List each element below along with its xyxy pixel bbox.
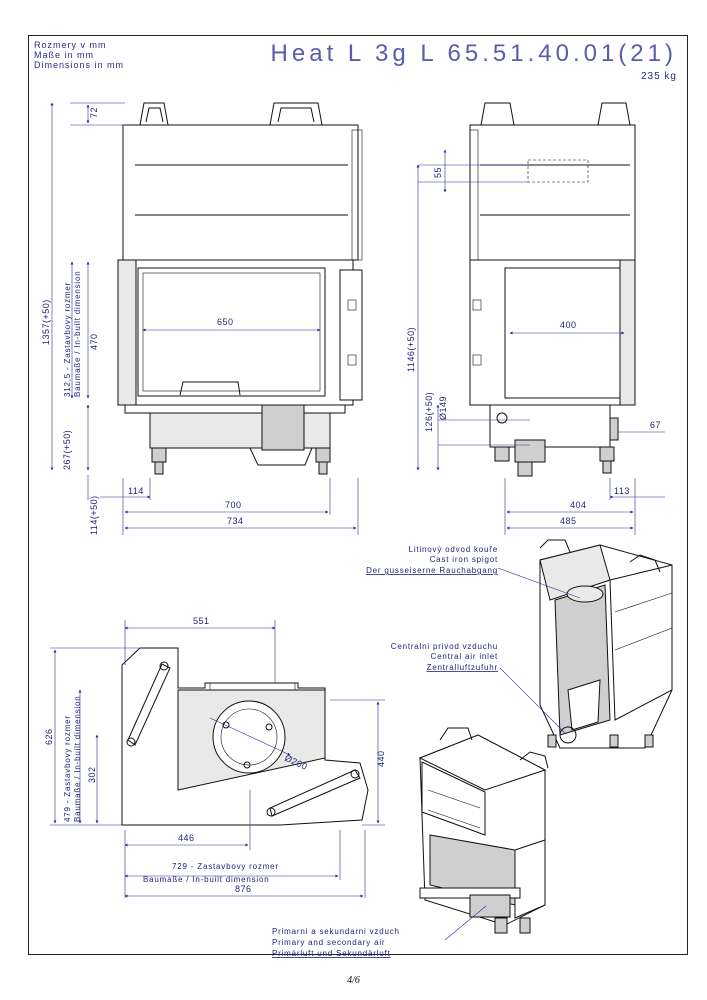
spigot-cz: Litinový odvod kouře [409, 545, 498, 554]
dim-149: Ø149 [438, 396, 448, 420]
callout-primary-air: Primarni a sekundarni vzduch Primary and… [272, 927, 400, 958]
prim-cz: Primarni a sekundarni vzduch [272, 927, 400, 936]
front-view: 72 1357(+50) 470 312,5 - Zastavbovy rozm… [41, 102, 363, 535]
dim-479-b: Baumaße / In-built dimension [73, 696, 82, 822]
air-en: Central air inlet [431, 652, 498, 661]
dim-700: 700 [225, 500, 242, 510]
iso-view-front [418, 727, 549, 934]
dim-734: 734 [227, 516, 244, 526]
dim-479: 479 - Zastavbovy rozmer [63, 715, 72, 822]
prim-en: Primary and secondary air [272, 938, 385, 947]
units-de: Maße in mm [34, 50, 95, 60]
weight-label: 235 kg [640, 71, 677, 82]
dim-446: 446 [178, 833, 195, 843]
air-de: Zentralluftzufuhr [427, 663, 498, 672]
dim-1357: 1357(+50) [41, 299, 51, 345]
spigot-en: Cast iron spigot [430, 555, 498, 564]
dim-72: 72 [89, 107, 99, 118]
dim-126: 126(+50) [424, 392, 434, 432]
dim-470: 470 [89, 333, 99, 350]
dim-67: 67 [650, 420, 661, 430]
spigot-leader [497, 567, 581, 599]
side-view: 55 1146(+50) 400 126(+50) Ø149 67 113 40… [406, 102, 665, 535]
dim-400: 400 [560, 320, 577, 330]
dim-729: 729 - Zastavbovy rozmer [172, 862, 279, 871]
air-cz: Centralni privod vzduchu [391, 642, 498, 651]
page-number: 4/6 [347, 975, 360, 986]
top-view: Ø200 551 626 479 - Zastavbovy rozmer Bau… [44, 616, 386, 898]
dim-404: 404 [570, 500, 587, 510]
air-leader [499, 667, 566, 734]
dim-1146: 1146(+50) [406, 327, 416, 372]
callout-air: Centralni privod vzduchu Central air inl… [391, 642, 498, 672]
dim-650: 650 [217, 317, 234, 327]
dim-626: 626 [44, 728, 54, 745]
dim-302: 302 [87, 766, 97, 783]
iso-view-back [539, 539, 673, 749]
dim-312: 312,5 - Zastavbovy rozmer [63, 282, 72, 397]
dim-440: 440 [376, 750, 386, 767]
units-cz: Rozmery v mm [34, 40, 107, 50]
dim-729-b: Baumaße / In-built dimension [143, 875, 269, 884]
dim-114v: 114(+50) [89, 495, 99, 535]
units-note: Rozmery v mm Maße in mm Dimensions in mm [34, 40, 124, 70]
callout-spigot: Litinový odvod kouře Cast iron spigot De… [366, 545, 498, 575]
dim-312-b: Baumaße / In-built dimension [73, 271, 82, 397]
primary-air-leader [444, 905, 487, 941]
prim-de: Primärluft und Sekundärluft [272, 949, 391, 958]
dim-55: 55 [433, 167, 443, 178]
spigot-de: Der gusseiserne Rauchabgang [366, 566, 498, 575]
dim-876: 876 [235, 884, 252, 894]
dim-114: 114 [128, 486, 144, 496]
units-en: Dimensions in mm [34, 60, 125, 70]
dim-113: 113 [614, 486, 630, 496]
dim-485: 485 [560, 516, 577, 526]
dim-267: 267(+50) [62, 430, 72, 470]
model-title: Heat L 3g L 65.51.40.01(21) [270, 40, 677, 67]
drawing-frame [28, 35, 688, 955]
dim-551: 551 [193, 616, 210, 626]
